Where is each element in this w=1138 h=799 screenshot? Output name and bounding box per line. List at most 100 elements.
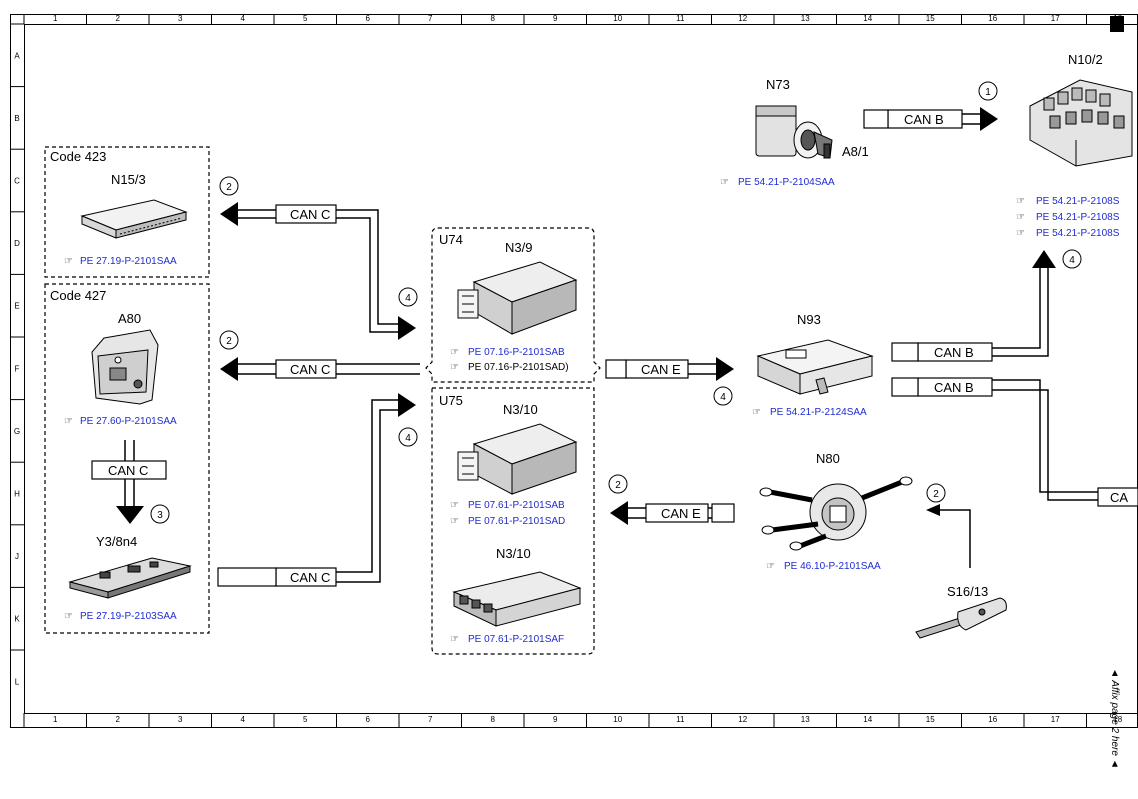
callout-circle-4b xyxy=(398,427,418,447)
can-e-label-1: CAN E xyxy=(641,362,681,377)
pointer-icon: ☞ xyxy=(450,634,459,645)
ref-link-n3-10-c[interactable]: PE 07.61-P-2101SAF xyxy=(468,634,564,645)
ref-link-n10-2-a[interactable]: PE 54.21-P-2108S xyxy=(1036,196,1120,207)
grid-row-label: L xyxy=(15,677,20,686)
callout-number-3: 3 xyxy=(157,510,163,521)
y3-8n4-board-icon xyxy=(68,557,192,599)
grid-column-label: 1 xyxy=(53,14,58,23)
ref-link-n10-2-c[interactable]: PE 54.21-P-2108S xyxy=(1036,228,1120,239)
callout-circle-2b xyxy=(219,330,239,350)
pointer-icon: ☞ xyxy=(450,500,459,511)
callout-number-2c: 2 xyxy=(615,480,621,491)
grid-ruler xyxy=(10,14,1087,727)
callout-number-4c: 4 xyxy=(720,392,726,403)
callout-number-4d: 4 xyxy=(1069,255,1075,266)
ref-group: ☞ PE 27.19-P-2101SAA ☞ PE 27.60-P-2101SA… xyxy=(64,177,1120,645)
grid-column-label: 15 xyxy=(926,14,935,23)
n3-9-label: N3/9 xyxy=(505,240,532,255)
pointer-icon: ☞ xyxy=(450,347,459,358)
terminal-can-b-1 xyxy=(863,109,889,129)
y3-8n4-label: Y3/8n4 xyxy=(96,534,137,549)
can-b-label-box-4 xyxy=(1097,487,1138,507)
grid-column-label: 2 xyxy=(116,14,121,23)
grid-column-label: 5 xyxy=(303,14,308,23)
ref-link-n73[interactable]: PE 54.21-P-2104SAA xyxy=(738,177,835,188)
n3-9-ecu-icon xyxy=(457,261,578,335)
can-c-line-bottom xyxy=(218,399,404,573)
ref-link-a80[interactable]: PE 27.60-P-2101SAA xyxy=(80,416,177,427)
ref-link-n80[interactable]: PE 46.10-P-2101SAA xyxy=(784,561,881,572)
grid-column-label: 16 xyxy=(988,715,997,724)
ref-link-n3-10-b[interactable]: PE 07.61-P-2101SAD xyxy=(468,516,565,527)
grid-column-label: 15 xyxy=(926,715,935,724)
s16-13-signal-line xyxy=(940,509,971,568)
grid-column-label: 6 xyxy=(366,715,371,724)
grid-row-label: D xyxy=(14,239,20,248)
callout-circle-4d xyxy=(1062,249,1082,269)
grid-row-label: B xyxy=(14,114,19,123)
n73-ignition-switch-icon xyxy=(755,105,833,159)
arrow-to-n10-2-up xyxy=(1032,250,1056,268)
grid-row-label: H xyxy=(14,490,20,499)
u75-box xyxy=(431,387,595,655)
pointer-icon: ☞ xyxy=(1016,212,1025,223)
grid-column-label: 17 xyxy=(1051,715,1060,724)
callout-circle-2a xyxy=(219,176,239,196)
n3-10-label: N3/10 xyxy=(503,402,538,417)
u74-box xyxy=(425,227,601,383)
ref-link-n15-3[interactable]: PE 27.19-P-2101SAA xyxy=(80,256,177,267)
callout-circle-4a xyxy=(398,287,418,307)
grid-column-label: 6 xyxy=(366,14,371,23)
ref-link-n3-9-b[interactable]: PE 07.16-P-2101SAD) xyxy=(468,362,569,373)
a80-module-icon xyxy=(91,329,159,405)
grid-column-label: 8 xyxy=(491,14,496,23)
grid-column-label: 5 xyxy=(303,715,308,724)
grid-column-label: 10 xyxy=(613,715,622,724)
arrow-to-u74 xyxy=(398,316,416,340)
ref-link-n93[interactable]: PE 54.21-P-2124SAA xyxy=(770,407,867,418)
corner-mark-icon xyxy=(1110,16,1124,32)
arrow-to-u75 xyxy=(398,393,416,417)
ref-link-n3-10-a[interactable]: PE 07.61-P-2101SAB xyxy=(468,500,565,511)
ref-link-y3-8n4[interactable]: PE 27.19-P-2103SAA xyxy=(80,611,177,622)
arrow-to-n10-2-top xyxy=(980,107,998,131)
n93-label: N93 xyxy=(797,312,821,327)
grid-column-label: 12 xyxy=(738,715,747,724)
can-b-line-up-a xyxy=(892,268,1041,349)
arrow-to-y3-8n4 xyxy=(116,506,144,524)
n15-3-module-icon xyxy=(80,199,188,239)
can-c-line-top xyxy=(238,209,404,325)
grid-column-label: 1 xyxy=(53,715,58,724)
grid-column-label: 14 xyxy=(863,14,872,23)
grid-column-label: 3 xyxy=(178,14,183,23)
grid-row-label: C xyxy=(14,177,20,186)
callout-number-2a: 2 xyxy=(226,182,232,193)
arrow-to-a80 xyxy=(220,357,238,381)
terminal-can-c-4 xyxy=(217,567,277,587)
pointer-icon: ☞ xyxy=(450,362,459,373)
grid-column-label: 13 xyxy=(801,715,810,724)
u74-label: U74 xyxy=(439,232,463,247)
n73-label: N73 xyxy=(766,77,790,92)
pointer-icon: ☞ xyxy=(720,177,729,188)
can-c-line-top-inner xyxy=(238,217,404,333)
affix-note: ◄ Affix page 2 here ◄ xyxy=(1109,668,1120,769)
grid-column-label: 11 xyxy=(676,715,685,724)
grid-column-label: 12 xyxy=(738,14,747,23)
grid-row-label: G xyxy=(14,427,20,436)
can-b-label-2: CAN B xyxy=(934,345,974,360)
callout-circle-3 xyxy=(150,504,170,524)
n80-label: N80 xyxy=(816,451,840,466)
callout-number-2d: 2 xyxy=(933,489,939,500)
n80-steering-module-icon xyxy=(759,476,913,551)
code-423-label: Code 423 xyxy=(50,149,106,164)
grid-column-label: 13 xyxy=(801,14,810,23)
grid-column-label: 9 xyxy=(553,14,558,23)
a8-1-label: A8/1 xyxy=(842,144,869,159)
terminal-can-e-2 xyxy=(711,503,735,523)
ref-link-n10-2-b[interactable]: PE 54.21-P-2108S xyxy=(1036,212,1120,223)
pointer-icon: ☞ xyxy=(64,256,73,267)
terminal-can-b-3 xyxy=(891,377,919,397)
pointer-icon: ☞ xyxy=(766,561,775,572)
ref-link-n3-9-a[interactable]: PE 07.16-P-2101SAB xyxy=(468,347,565,358)
